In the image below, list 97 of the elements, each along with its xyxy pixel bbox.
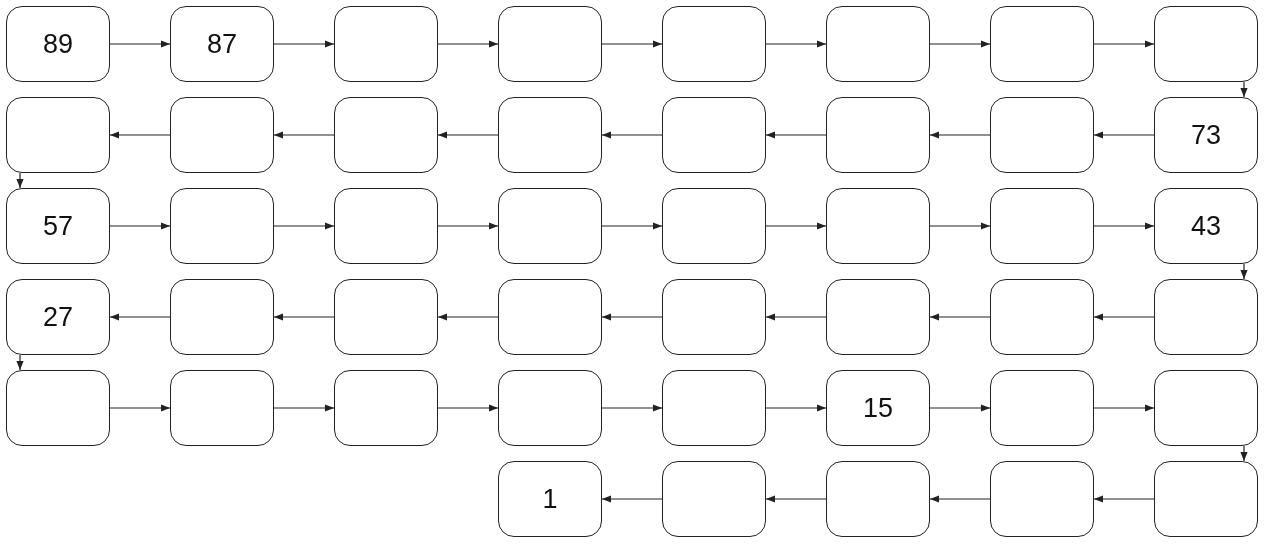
empty-box [170, 370, 274, 446]
arrow [16, 172, 24, 189]
arrow [601, 40, 663, 48]
empty-box [990, 6, 1094, 82]
arrow [601, 131, 663, 139]
empty-box [826, 461, 930, 537]
arrow [16, 354, 24, 371]
arrow [109, 40, 171, 48]
empty-box [334, 370, 438, 446]
arrow [109, 404, 171, 412]
number-box [498, 461, 602, 537]
arrow [437, 222, 499, 230]
empty-box [498, 279, 602, 355]
number-text: 1 [542, 483, 558, 515]
empty-box [1154, 370, 1258, 446]
number-text: 43 [1190, 210, 1221, 242]
number-box [170, 6, 274, 82]
number-box [826, 370, 930, 446]
empty-box [498, 370, 602, 446]
arrow [929, 131, 991, 139]
arrow [765, 131, 827, 139]
empty-box [826, 97, 930, 173]
arrow [765, 222, 827, 230]
arrow [273, 313, 335, 321]
number-text: 15 [862, 392, 893, 424]
empty-box [170, 97, 274, 173]
arrow [1093, 222, 1155, 230]
number-text: 87 [206, 28, 237, 60]
arrow [1240, 81, 1248, 98]
arrow [273, 404, 335, 412]
empty-box [498, 97, 602, 173]
empty-box [662, 6, 766, 82]
empty-box [1154, 6, 1258, 82]
arrow [929, 222, 991, 230]
arrow [1093, 404, 1155, 412]
arrow [273, 131, 335, 139]
arrow [929, 495, 991, 503]
number-box [6, 6, 110, 82]
arrow [273, 222, 335, 230]
arrow [601, 404, 663, 412]
empty-box [334, 279, 438, 355]
number-text: 57 [42, 210, 73, 242]
number-box [6, 188, 110, 264]
arrow [1093, 313, 1155, 321]
empty-box [990, 188, 1094, 264]
arrow [765, 40, 827, 48]
arrow [601, 495, 663, 503]
empty-box [498, 6, 602, 82]
empty-box [1154, 461, 1258, 537]
number-box [1154, 97, 1258, 173]
empty-box [6, 97, 110, 173]
arrow [1093, 40, 1155, 48]
arrow [109, 131, 171, 139]
arrow [765, 404, 827, 412]
empty-box [826, 188, 930, 264]
empty-box [498, 188, 602, 264]
number-box [6, 279, 110, 355]
number-text: 27 [42, 301, 73, 333]
empty-box [334, 188, 438, 264]
empty-box [990, 279, 1094, 355]
arrow [1093, 495, 1155, 503]
empty-box [170, 279, 274, 355]
arrow [437, 404, 499, 412]
empty-box [1154, 279, 1258, 355]
empty-box [6, 370, 110, 446]
arrow [929, 40, 991, 48]
arrow [929, 404, 991, 412]
arrow [437, 131, 499, 139]
number-text: 89 [42, 28, 73, 60]
arrow [765, 495, 827, 503]
arrow [929, 313, 991, 321]
empty-box [990, 97, 1094, 173]
arrow [437, 313, 499, 321]
empty-box [334, 6, 438, 82]
arrow [765, 313, 827, 321]
arrow [437, 40, 499, 48]
empty-box [826, 6, 930, 82]
arrow [109, 313, 171, 321]
empty-box [662, 188, 766, 264]
empty-box [170, 188, 274, 264]
arrow [109, 222, 171, 230]
number-box [1154, 188, 1258, 264]
arrow [601, 313, 663, 321]
empty-box [826, 279, 930, 355]
empty-box [662, 461, 766, 537]
empty-box [990, 461, 1094, 537]
number-text: 73 [1190, 119, 1221, 151]
empty-box [662, 279, 766, 355]
arrow [1093, 131, 1155, 139]
empty-box [662, 370, 766, 446]
arrow [601, 222, 663, 230]
empty-box [334, 97, 438, 173]
empty-box [990, 370, 1094, 446]
empty-box [662, 97, 766, 173]
arrow [1240, 263, 1248, 280]
arrow [273, 40, 335, 48]
arrow [1240, 445, 1248, 462]
